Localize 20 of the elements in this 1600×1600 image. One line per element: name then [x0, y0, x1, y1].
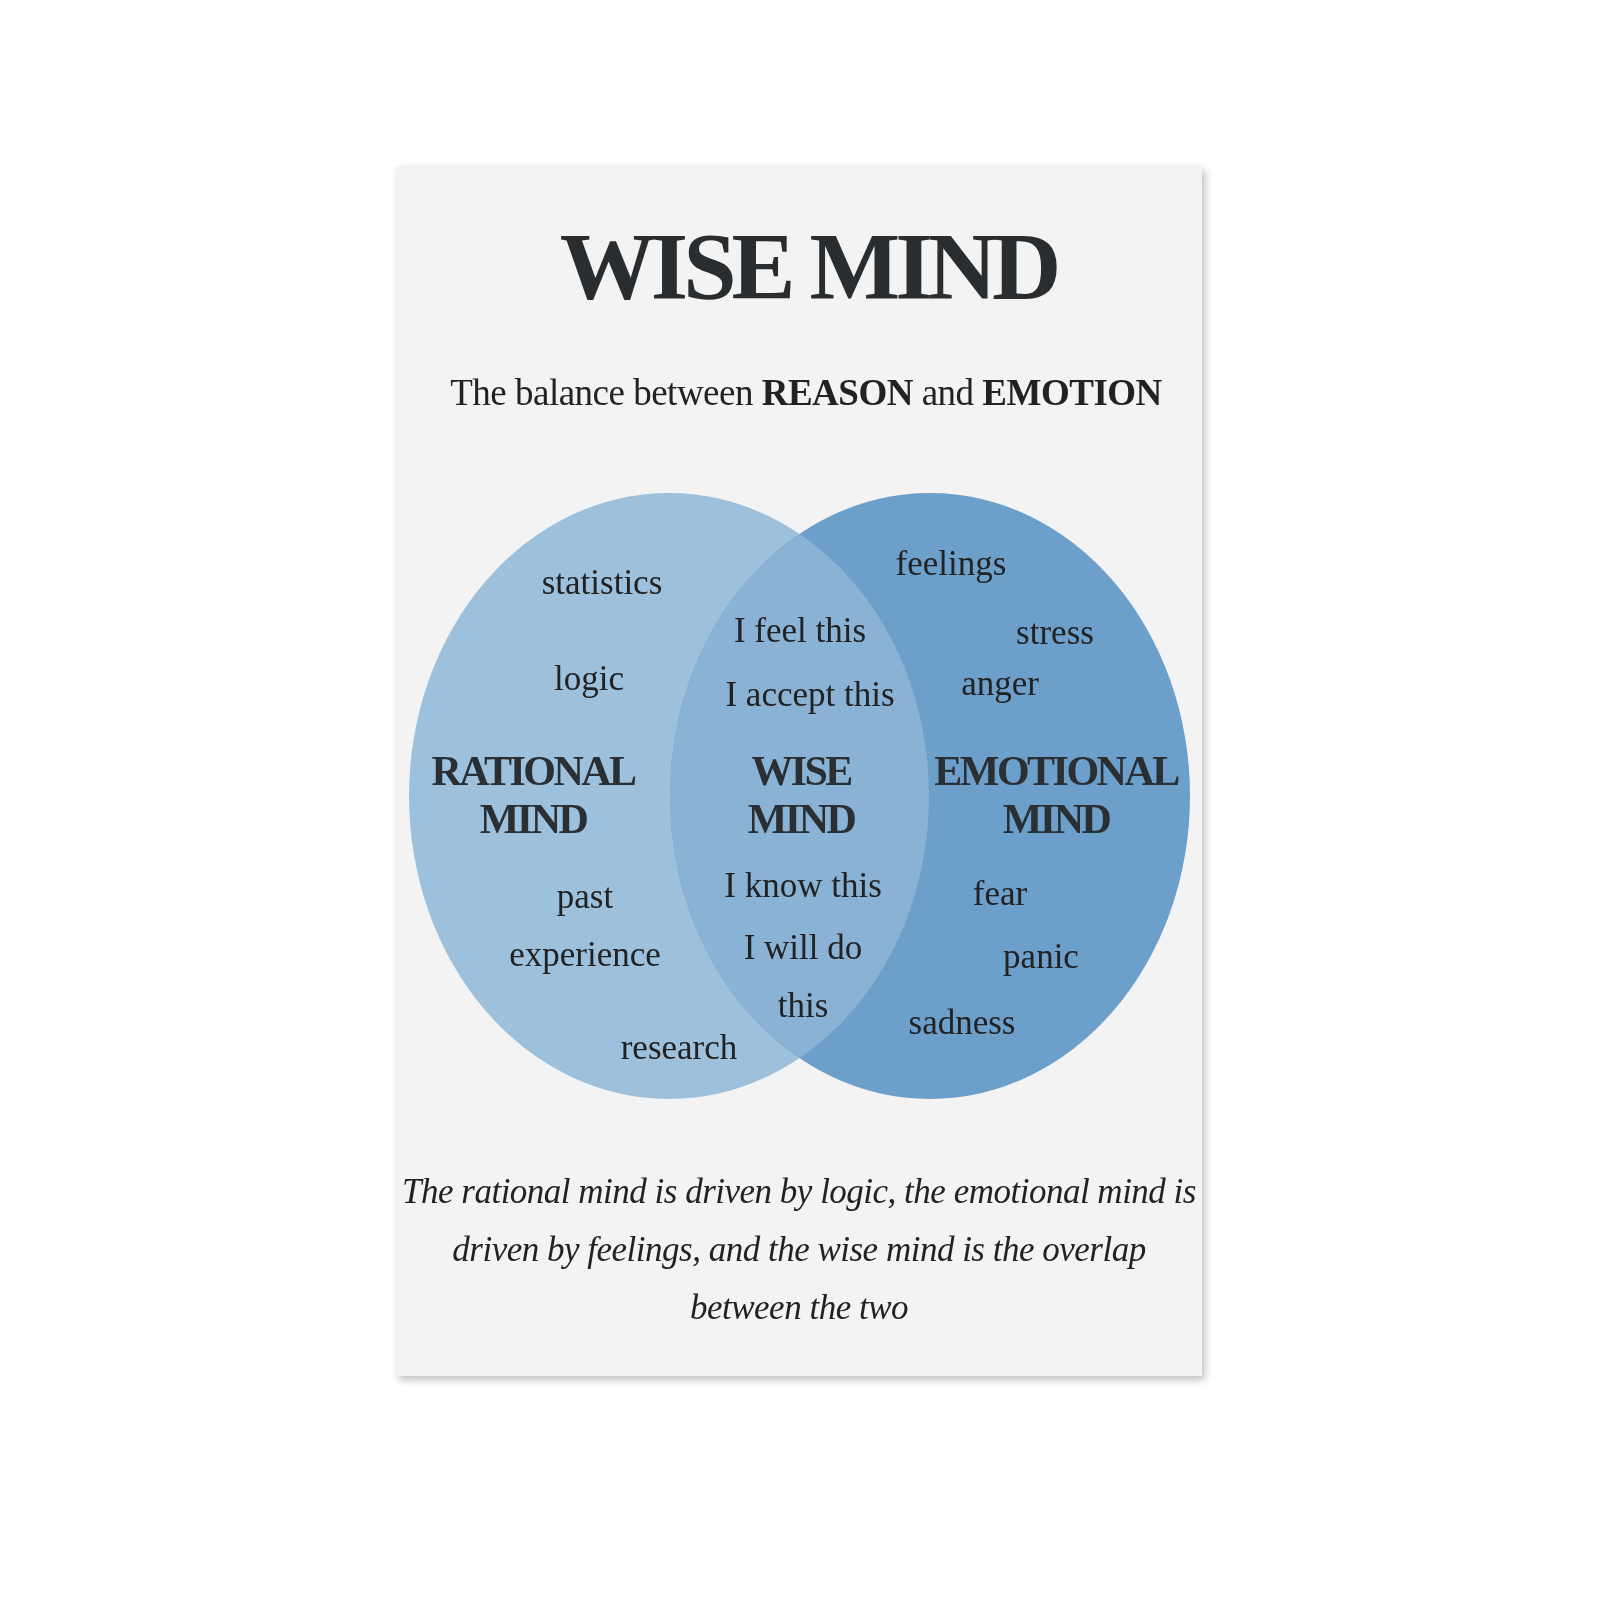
- circle-term: I know this: [724, 865, 882, 907]
- circle-term: I feel this: [733, 610, 867, 652]
- circle-term: I will do this: [742, 927, 864, 1027]
- circle-term: logic: [554, 658, 624, 700]
- circle-term: feelings: [895, 543, 1007, 585]
- circle-heading: EMOTIONAL MIND: [933, 746, 1180, 844]
- circle-term: panic: [1003, 936, 1079, 978]
- circle-term: I accept this: [725, 674, 895, 716]
- circle-term: statistics: [541, 562, 663, 604]
- circle-term: sadness: [908, 1002, 1016, 1044]
- circle-term: stress: [1016, 612, 1094, 654]
- circle-term: fear: [972, 873, 1028, 915]
- circle-term: past experience: [508, 876, 662, 976]
- title: WISE MIND: [559, 212, 1057, 323]
- circle-heading: RATIONAL MIND: [430, 746, 637, 844]
- caption: The rational mind is driven by logic, the emotional mind is driven by feelings, and the wise mind is the overlap between the two: [401, 1171, 1197, 1329]
- circle-heading: WISE MIND: [746, 746, 856, 844]
- subtitle: The balance between REASON and EMOTION: [450, 371, 1162, 416]
- circle-term: research: [620, 1027, 738, 1069]
- circle-term: anger: [961, 663, 1039, 705]
